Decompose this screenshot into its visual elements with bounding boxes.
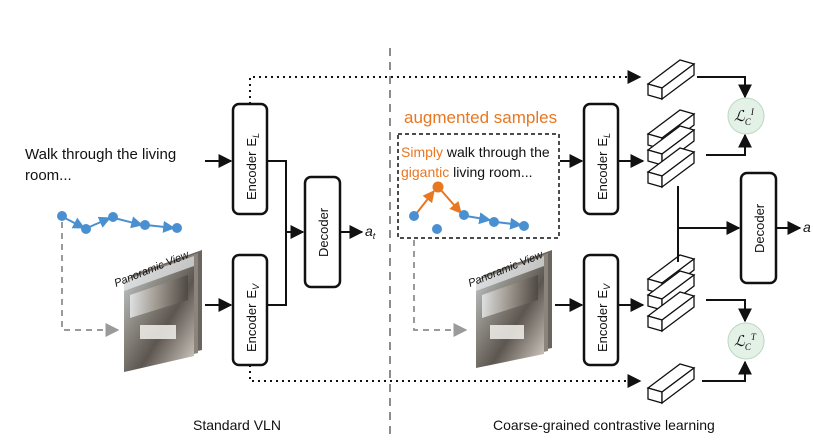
svg-text:Decoder: Decoder (752, 203, 767, 253)
vision-feature-bar (646, 363, 696, 405)
contrastive-caption: Coarse-grained contrastive learning (493, 417, 715, 433)
svg-text:ℒCT: ℒCT (734, 332, 757, 352)
loss-ct-node: ℒCT (727, 322, 765, 360)
augmented-trajectory (409, 181, 529, 234)
trajectory-node (172, 223, 182, 233)
contrastive-panel: augmented samples Simply walk through th… (397, 59, 811, 433)
feature-to-loss-t-arrow-top (706, 299, 752, 323)
trajectory-node (81, 224, 91, 234)
augmented-instruction-line1: Simply walk through the (401, 144, 550, 160)
loss-ci-node: ℒCI (727, 97, 765, 135)
svg-text:EncoderEV: EncoderEV (244, 283, 261, 352)
instruction-text-line2: room... (25, 167, 72, 184)
augmented-observation-dashed-arrow (413, 240, 468, 337)
svg-text:EncoderEL: EncoderEL (595, 133, 612, 200)
encoder-merge-line (268, 160, 287, 306)
trajectory-node (108, 212, 118, 222)
action-output-label: at (365, 223, 376, 241)
language-feature-bar (646, 59, 696, 101)
language-feature-stack (646, 109, 696, 189)
aug-encoder-language-box: EncoderEL (582, 102, 620, 216)
augmented-node (432, 181, 444, 193)
standard-vln-panel: Walk through the living room... Panorami… (25, 102, 376, 433)
svg-text:ℒCI: ℒCI (734, 107, 755, 127)
vision-feature-dotted-arrow (249, 365, 642, 388)
svg-text:Decoder: Decoder (316, 207, 331, 257)
svg-text:EncoderEL: EncoderEL (244, 133, 261, 200)
aug-action-output-label: a (803, 219, 811, 235)
standard-vln-caption: Standard VLN (193, 417, 281, 433)
trajectory-path (57, 211, 182, 234)
svg-text:EncoderEV: EncoderEV (595, 283, 612, 352)
trajectory-node (140, 220, 150, 230)
trajectory-node (489, 217, 499, 227)
observation-dashed-arrow (61, 222, 120, 337)
feature-to-loss-t-arrow-bottom (702, 360, 752, 382)
trajectory-node (459, 210, 469, 220)
augmented-panorama-image (476, 250, 552, 368)
augmented-samples-title: augmented samples (404, 108, 557, 127)
aug-encoder-vision-box: EncoderEV (582, 253, 620, 367)
language-feature-dotted-arrow (249, 70, 642, 104)
panorama-image (124, 250, 202, 372)
trajectory-node (519, 221, 529, 231)
trajectory-node (57, 211, 67, 221)
decoder-box: Decoder (303, 175, 342, 289)
aug-decoder-box: Decoder (739, 171, 778, 285)
trajectory-node (432, 224, 442, 234)
augmented-instruction-line2: gigantic living room... (401, 164, 533, 180)
encoder-language-box: EncoderEL (231, 102, 269, 216)
encoder-vision-box: EncoderEV (231, 253, 269, 367)
trajectory-node (409, 211, 419, 221)
feature-to-loss-i-arrow-top (697, 76, 752, 99)
augmented-samples-box (397, 133, 560, 239)
feature-to-loss-i-arrow-bottom (706, 133, 752, 156)
vision-feature-stack (646, 254, 696, 333)
instruction-text-line1: Walk through the living (25, 146, 176, 163)
